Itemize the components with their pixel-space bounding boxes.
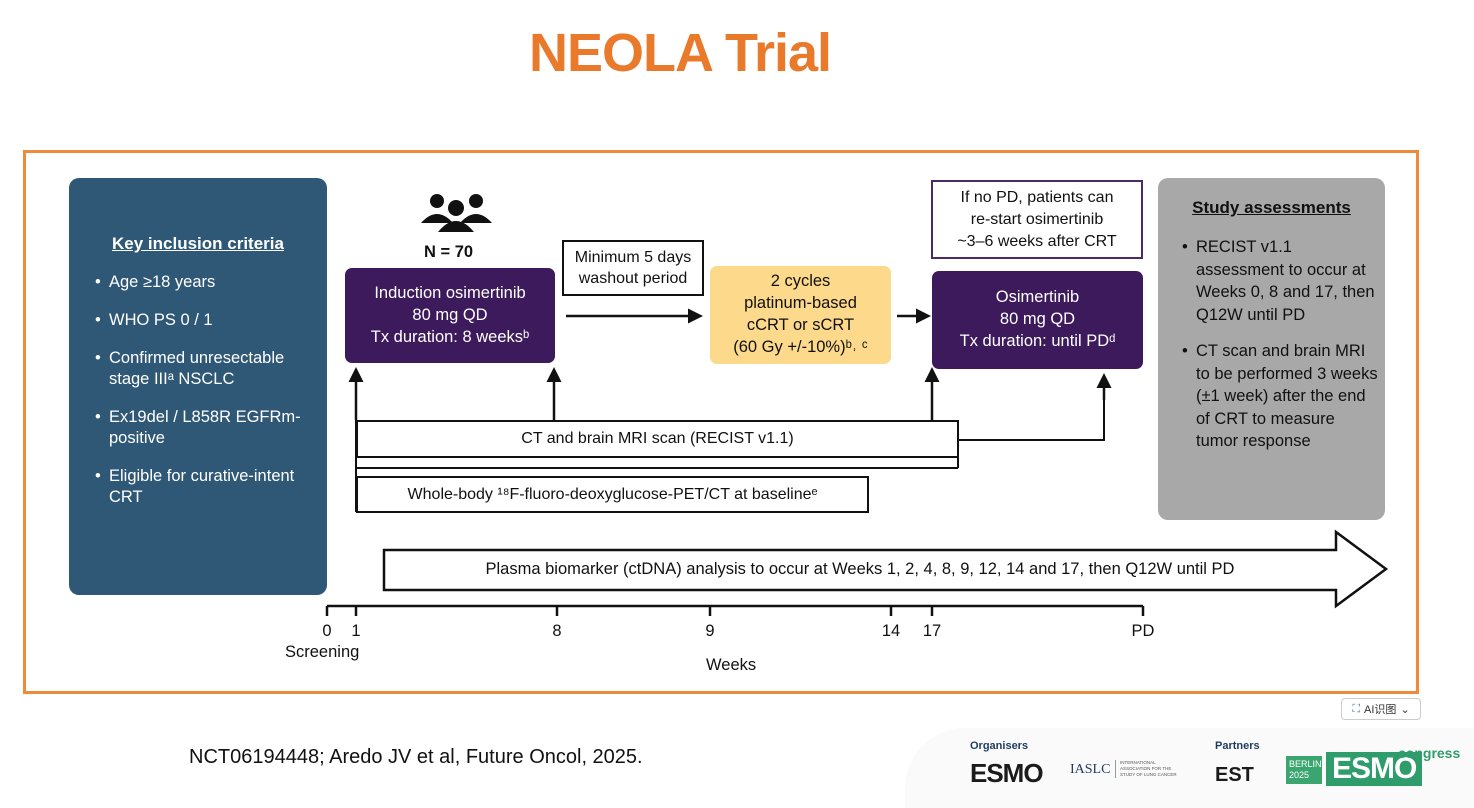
- washout-note: Minimum 5 days washout period: [562, 240, 704, 296]
- crt-line: cCRT or sCRT: [746, 316, 855, 334]
- berlin-badge: BERLIN 2025: [1286, 756, 1322, 784]
- partners-label: Partners: [1215, 740, 1260, 752]
- tick-label: PD: [1131, 622, 1155, 640]
- tick-label: 17: [922, 622, 942, 640]
- chevron-down-icon: ⌄: [1400, 703, 1410, 716]
- induction-line: Tx duration: 8 weeksᵇ: [370, 328, 530, 346]
- assessments-list: RECIST v1.1 assessment to occur at Weeks…: [1180, 236, 1380, 467]
- crt-box: 2 cycles platinum-based cCRT or sCRT (60…: [710, 266, 891, 364]
- criteria-item: Age ≥18 years: [93, 272, 318, 293]
- washout-line: Minimum 5 days: [574, 249, 692, 266]
- criteria-item: Eligible for curative-intent CRT: [93, 466, 318, 508]
- sample-size-label: N = 70: [424, 243, 474, 261]
- organisers-label: Organisers: [970, 740, 1029, 752]
- osimertinib-line: Tx duration: until PDᵈ: [959, 332, 1116, 350]
- osimertinib-box: Osimertinib 80 mg QD Tx duration: until …: [932, 271, 1143, 369]
- esmo-logo: ESMO: [970, 758, 1044, 788]
- osimertinib-line: Osimertinib: [995, 288, 1080, 306]
- tick-label: 9: [705, 622, 715, 640]
- assessments-heading: Study assessments: [1192, 198, 1351, 217]
- induction-line: 80 mg QD: [412, 306, 488, 324]
- ai-scan-icon: ⛶: [1352, 702, 1361, 715]
- tick-label: 1: [351, 622, 361, 640]
- weeks-axis-label: Weeks: [706, 656, 757, 674]
- iaslc-logo: IASLC: [1070, 762, 1111, 777]
- induction-box: Induction osimertinib 80 mg QD Tx durati…: [345, 268, 555, 363]
- ai-recognize-button[interactable]: ⛶ AI识图 ⌄: [1341, 698, 1421, 720]
- est-logo: EST: [1215, 764, 1254, 786]
- ai-button-label: AI识图: [1364, 704, 1397, 716]
- crt-line: platinum-based: [744, 294, 857, 312]
- assessment-item: CT scan and brain MRI to be performed 3 …: [1180, 340, 1380, 453]
- criteria-item: Confirmed unresectable stage IIIᵃ NSCLC: [93, 348, 318, 390]
- inclusion-criteria-panel: Key inclusion criteria Age ≥18 years WHO…: [69, 178, 327, 595]
- iaslc-text: INTERNATIONAL ASSOCIATION FOR THE STUDY …: [1115, 760, 1182, 778]
- criteria-item: WHO PS 0 / 1: [93, 310, 318, 331]
- crt-line: 2 cycles: [770, 272, 831, 290]
- esmo-congress-logo: ESMO: [1326, 752, 1423, 786]
- plasma-label: Plasma biomarker (ctDNA) analysis to occ…: [485, 560, 1235, 578]
- restart-note: If no PD, patients can re-start osimerti…: [931, 180, 1143, 259]
- washout-line: washout period: [578, 270, 688, 287]
- crt-line: (60 Gy +/-10%)ᵇ˒ ᶜ: [733, 338, 868, 356]
- criteria-list: Age ≥18 years WHO PS 0 / 1 Confirmed unr…: [93, 272, 318, 525]
- congress-word: congress: [1398, 745, 1461, 761]
- restart-line: ~3–6 weeks after CRT: [957, 233, 1117, 250]
- study-assessments-panel: Study assessments RECIST v1.1 assessment…: [1158, 178, 1385, 520]
- tick-label: 0: [322, 622, 332, 640]
- plasma-arrow-shape: [382, 529, 1389, 609]
- criteria-heading: Key inclusion criteria: [112, 234, 284, 253]
- tick-label: 14: [881, 622, 901, 640]
- people-group-icon: [421, 194, 492, 232]
- diagram-frame: [23, 150, 1419, 694]
- osimertinib-line: 80 mg QD: [999, 310, 1076, 328]
- pet-box: Whole-body ¹⁸F-fluoro-deoxyglucose-PET/C…: [356, 476, 869, 513]
- ct-to-pd-connector: [958, 382, 1105, 441]
- assessment-item: RECIST v1.1 assessment to occur at Weeks…: [1180, 236, 1380, 326]
- ct-mri-box: CT and brain MRI scan (RECIST v1.1): [356, 420, 959, 458]
- restart-line: re-start osimertinib: [970, 211, 1104, 228]
- screening-label: Screening: [285, 643, 360, 661]
- criteria-item: Ex19del / L858R EGFRm-positive: [93, 407, 318, 449]
- induction-line: Induction osimertinib: [374, 284, 526, 302]
- slide-title: NEOLA Trial: [528, 23, 832, 83]
- restart-line: If no PD, patients can: [960, 189, 1114, 206]
- citation: NCT06194448; Aredo JV et al, Future Onco…: [189, 746, 643, 768]
- tick-label: 8: [552, 622, 562, 640]
